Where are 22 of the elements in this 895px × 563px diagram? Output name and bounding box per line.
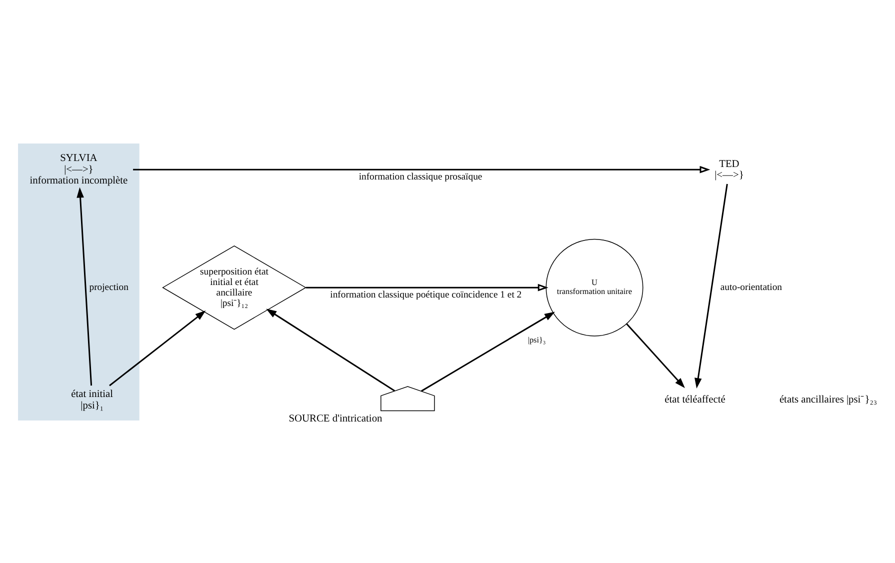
arrow (109, 310, 206, 386)
edge-label: projection (89, 282, 128, 293)
cluster (18, 143, 140, 420)
node-text: état téléaffecté (664, 394, 726, 406)
arrow (421, 311, 555, 392)
arrow (76, 186, 92, 386)
edge-label: auto-orientation (720, 282, 782, 293)
label: états ancillaires |psi⁻}₂₃ (779, 394, 877, 406)
arrow (133, 165, 710, 173)
node-text: SYLVIA |<—>} information incomplète (30, 152, 128, 186)
node-text: état initial |psi}₁ (71, 388, 114, 411)
arrow (626, 322, 685, 388)
edge-label: information classique poétique coïncidence 1 et 2 (330, 289, 522, 300)
node-label: |psi}₃ (528, 335, 546, 344)
arrow (306, 283, 548, 291)
node-diamond: superposition état initial et état ancillaire |psi⁻}₁₂ (162, 244, 306, 330)
edge-label: information classique prosaïque (358, 171, 482, 182)
node-circle: U transformation unitaire (546, 238, 644, 336)
node-label: SOURCE d'intrication (288, 413, 382, 424)
arrow (694, 183, 728, 388)
arrow (266, 308, 396, 392)
node-text: TED |<—>} (714, 158, 744, 180)
